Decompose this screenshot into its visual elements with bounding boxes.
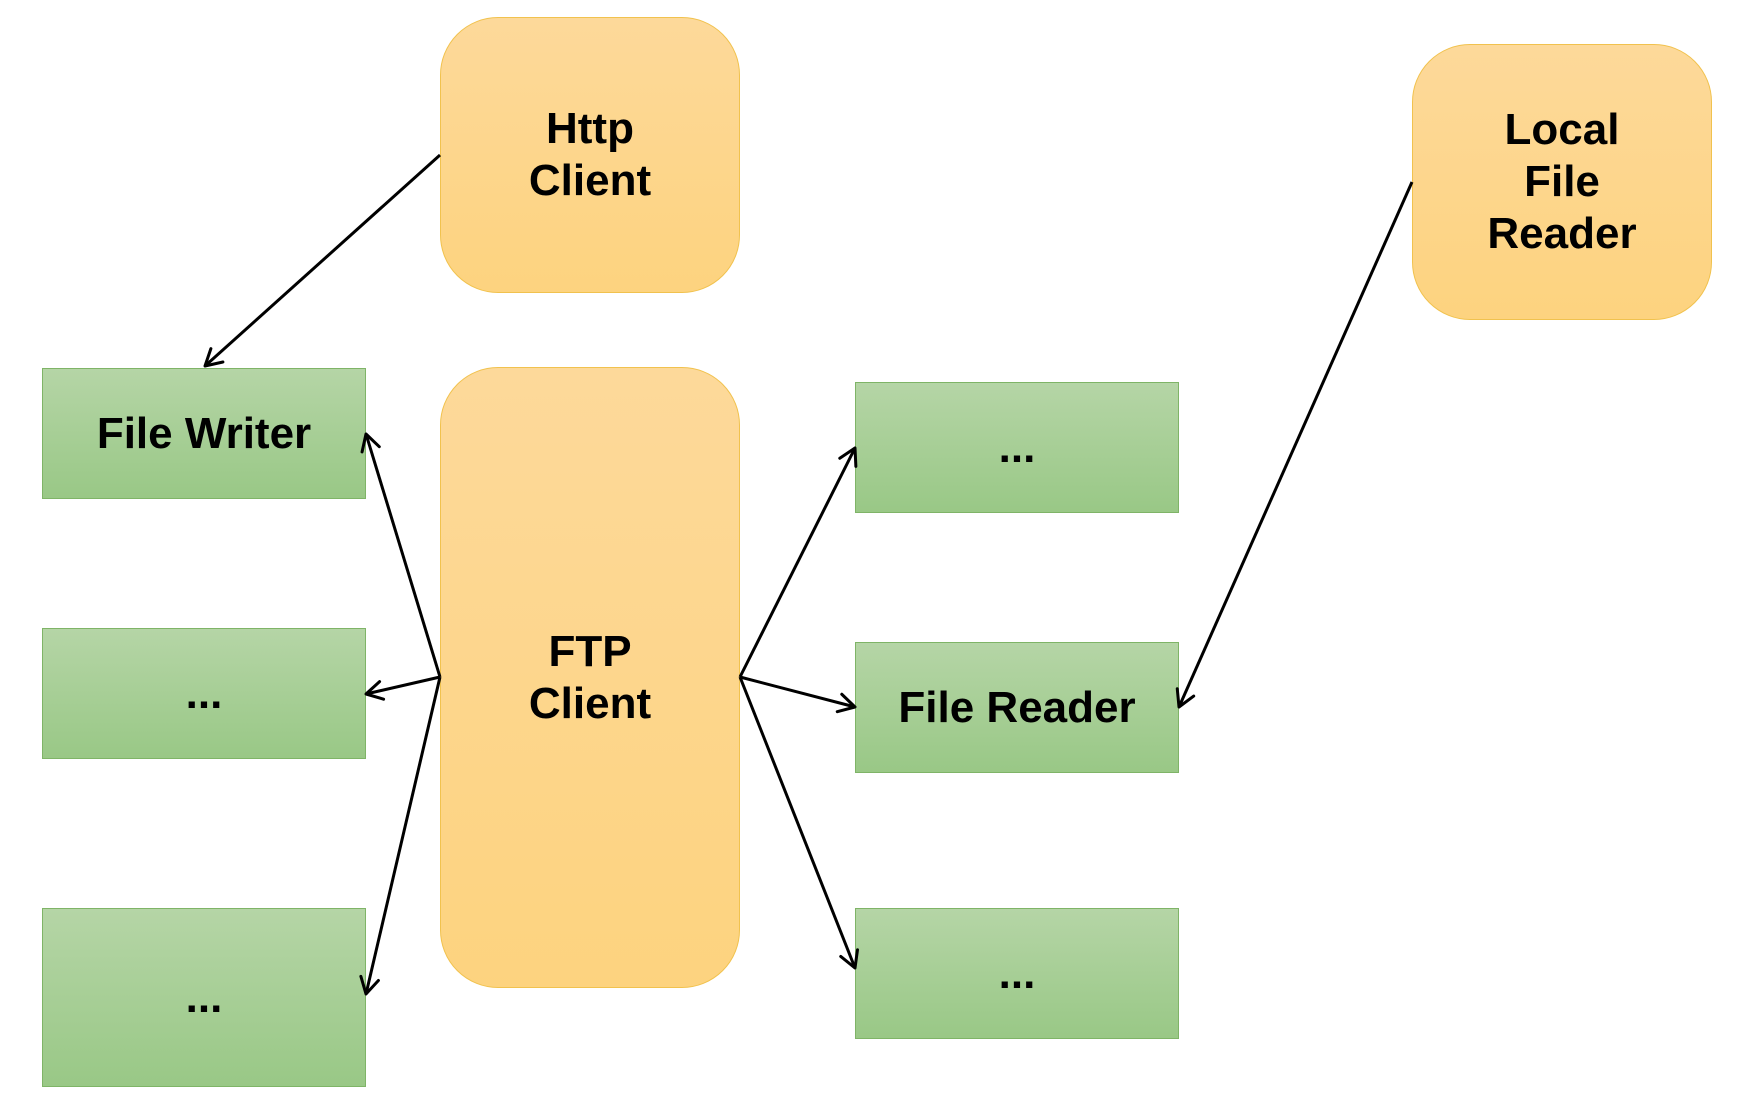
ftp-client-line1: FTP bbox=[548, 626, 632, 676]
file-writer-label: File Writer bbox=[96, 408, 312, 458]
arrow-local-to-file-reader bbox=[1175, 181, 1414, 709]
arrow-ftp-to-file-writer bbox=[360, 432, 442, 678]
file-reader-node: File Reader bbox=[855, 642, 1179, 773]
file-reader-label: File Reader bbox=[898, 682, 1136, 732]
file-writer-node: File Writer bbox=[42, 368, 366, 499]
local-file-reader-line3: Reader bbox=[1487, 209, 1637, 258]
arrow-ftp-to-file-reader bbox=[739, 675, 857, 714]
arrow-ftp-to-left-bottom bbox=[359, 676, 442, 996]
right-bottom-label: ... bbox=[998, 948, 1036, 998]
arrow-ftp-to-right-bottom bbox=[738, 676, 859, 970]
left-bottom-label: ... bbox=[185, 972, 223, 1022]
arrow-http-to-file-writer bbox=[203, 153, 442, 368]
local-file-reader-line1: Local bbox=[1504, 105, 1620, 154]
arrow-ftp-to-right-top bbox=[738, 446, 858, 678]
right-bottom-node: ... bbox=[855, 908, 1179, 1039]
ftp-client-line2: Client bbox=[528, 678, 652, 728]
arrow-ftp-to-left-middle bbox=[364, 675, 441, 701]
left-middle-label: ... bbox=[185, 668, 223, 718]
http-client-line1: Http bbox=[546, 104, 634, 153]
local-file-reader-line2: File bbox=[1524, 157, 1600, 206]
right-top-label: ... bbox=[998, 422, 1036, 472]
left-bottom-node: ... bbox=[42, 908, 366, 1087]
local-file-reader-node: Local File Reader bbox=[1412, 44, 1712, 320]
http-client-node: Http Client bbox=[440, 17, 740, 293]
http-client-line2: Client bbox=[528, 156, 652, 205]
